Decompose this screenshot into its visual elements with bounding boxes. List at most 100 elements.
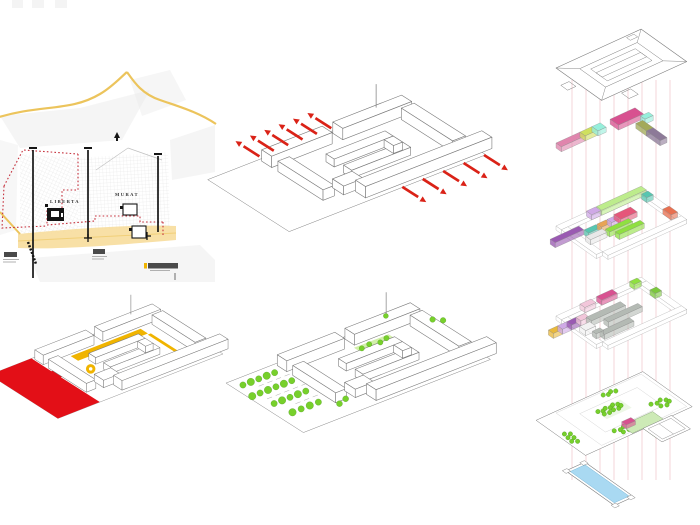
bench-mark: [292, 386, 299, 389]
legend-marker: [148, 263, 178, 269]
tree-icon: [288, 408, 297, 417]
tree-icon: [239, 381, 247, 389]
tree-icon: [654, 400, 660, 406]
room-block-right: [608, 306, 643, 328]
courtyard-yellow-strip: [147, 333, 184, 356]
axis-tick: [84, 147, 92, 149]
tree-icon: [611, 407, 616, 413]
tree-icon: [264, 386, 272, 394]
tree-icon: [618, 403, 624, 408]
fabric-block: [170, 125, 215, 180]
tree-icon: [342, 395, 349, 402]
left-wing-right: [322, 185, 335, 201]
legend-caption-line: [92, 256, 107, 257]
map-legend: [3, 249, 178, 280]
legend-caption-line: [92, 258, 104, 260]
arrow-head-icon: [480, 172, 488, 179]
slab-corner-tab: [610, 502, 620, 509]
block-footprint: [131, 225, 147, 239]
vegetation-axonometric: [225, 292, 497, 433]
iso-line: [663, 60, 687, 62]
red-dotted-boundary: [46, 215, 163, 226]
arrow-head-icon: [460, 180, 468, 187]
layer-basement: [621, 411, 691, 443]
tree-icon: [255, 375, 263, 383]
bench-mark: [258, 384, 264, 387]
basement-pink-block-right: [626, 420, 636, 430]
left-wing-right: [86, 379, 97, 393]
iso-line: [636, 29, 642, 43]
cropped-header-mark: [32, 0, 44, 8]
tree-icon: [613, 388, 619, 394]
room-block-right: [670, 211, 678, 221]
tree-icon: [270, 400, 278, 407]
fabric-block: [0, 90, 150, 148]
axon-wireframe: [225, 292, 497, 433]
layer-second-floor: [555, 107, 668, 152]
block-footprint: [122, 203, 138, 216]
arrow-shaft: [285, 128, 304, 141]
cropped-header-mark: [55, 0, 67, 8]
room-block-right: [659, 137, 668, 146]
tree-icon: [648, 401, 654, 407]
axis-tick: [154, 153, 162, 155]
room-block-right: [619, 223, 645, 240]
block-tab: [129, 228, 132, 231]
street-tree-icon: [440, 317, 447, 324]
legend-caption-line: [174, 273, 176, 280]
arrow-shaft: [483, 153, 501, 167]
tree-icon: [278, 396, 286, 405]
tree-icon: [565, 435, 571, 441]
bench-marks: [258, 373, 318, 404]
slab-corner-tab: [579, 460, 589, 466]
room-block-right: [634, 281, 642, 290]
roof-bar: [595, 52, 647, 78]
layer-foundation-slab: [562, 460, 636, 509]
room-block-right: [646, 194, 654, 203]
courtyard-sun-center: [88, 367, 93, 371]
red-dotted-boundary: [3, 149, 79, 187]
legend-marker: [4, 252, 17, 257]
coast-road: [0, 71, 128, 119]
tree-icon: [272, 383, 280, 391]
red-dotted-boundary: [1, 185, 48, 229]
axon-wireframe: [207, 84, 493, 232]
room-block-right: [591, 210, 602, 221]
bench-mark: [303, 398, 310, 401]
tree-icon: [607, 410, 613, 415]
tree-icon: [286, 394, 294, 401]
arrow-head-icon: [307, 113, 315, 119]
tree-icon: [575, 438, 580, 444]
tree-icon: [279, 379, 288, 388]
tree-icon: [302, 387, 310, 395]
murat-grid: [78, 152, 170, 232]
arrow-shaft: [271, 133, 289, 147]
minor-road: [95, 147, 129, 171]
arrow-head-icon: [439, 188, 447, 195]
basement-wire-rooms: [647, 418, 686, 440]
room-block-right: [590, 232, 608, 245]
arrow-shaft: [300, 122, 318, 136]
bench-mark: [284, 373, 290, 377]
front-wing-right: [365, 136, 493, 199]
room-block-right: [655, 290, 662, 299]
iso-line: [555, 67, 580, 69]
corridor-axis: [17, 232, 177, 242]
tree-icon: [293, 390, 302, 399]
caserma-detail: [61, 213, 63, 217]
tree-icon: [658, 403, 664, 409]
room-block-right: [596, 330, 604, 340]
tree-icon: [297, 405, 305, 413]
legend-color-chip: [144, 263, 147, 269]
trees-layer: [239, 313, 447, 417]
arrow-shaft: [257, 139, 275, 152]
tree-icon: [366, 341, 373, 348]
axon-wireframe: [0, 294, 229, 419]
urban-fabric: [0, 70, 215, 282]
room-block-right: [597, 127, 607, 137]
corner-pavilion: [621, 88, 639, 99]
room-block-right: [584, 302, 597, 313]
room-block-right: [601, 293, 618, 306]
tree-icon: [568, 431, 573, 437]
tree-icon: [602, 405, 608, 411]
